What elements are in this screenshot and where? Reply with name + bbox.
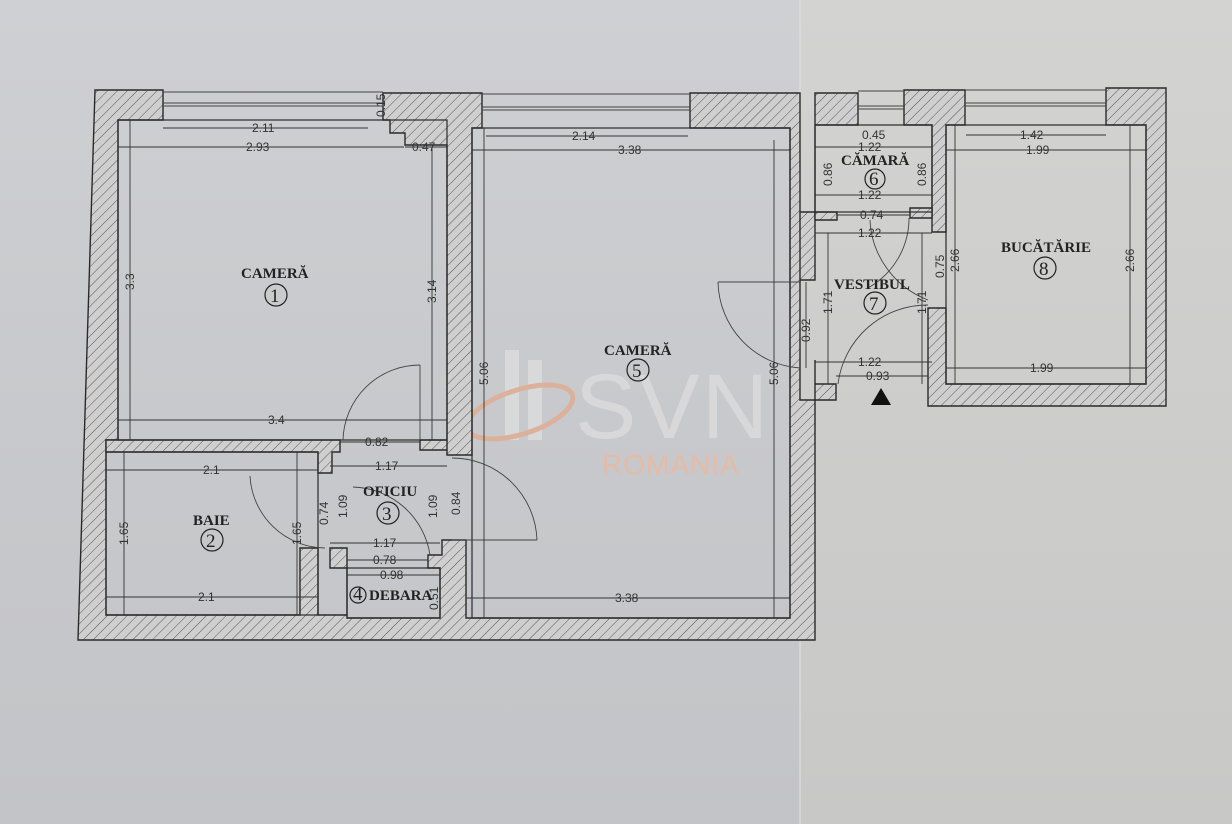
room-name: VESTIBUL bbox=[834, 277, 910, 293]
dim-r7-door-left: 0.92 bbox=[799, 318, 813, 342]
room-name: CAMERĂ bbox=[241, 265, 309, 282]
room-baie-2: BAIE 2 bbox=[193, 513, 230, 552]
dimension-lines bbox=[106, 120, 1146, 618]
dim-r1-width-bottom: 3.4 bbox=[268, 413, 285, 427]
room-bucatarie-8: BUCĂTĂRIE 8 bbox=[1001, 239, 1091, 280]
dim-r7-height-right: 1.71 bbox=[915, 290, 929, 314]
dim-r5-height-left: 5.06 bbox=[477, 361, 491, 385]
room-labels: CAMERĂ 1 BAIE 2 OFICIU 3 4 DEBARA CAMERĂ… bbox=[193, 152, 1091, 605]
dim-r6-width-bottom: 1.22 bbox=[858, 188, 882, 202]
room-camera-5: CAMERĂ 5 bbox=[604, 342, 672, 382]
dim-r4-width: 0.98 bbox=[380, 568, 404, 582]
watermark: SVN ROMANIA bbox=[464, 350, 770, 480]
dim-r3-door-right: 0.84 bbox=[449, 491, 463, 515]
room-camera-1: CAMERĂ 1 bbox=[241, 265, 309, 307]
dim-r1-height-left: 3.3 bbox=[123, 273, 137, 290]
dim-r3-door-top: 0.82 bbox=[365, 435, 389, 449]
dimension-labels: 2.11 2.93 0.15 0.47 3.3 3.14 3.4 2.1 2.1… bbox=[117, 93, 1137, 610]
room-number: 4 bbox=[353, 584, 363, 605]
room-number: 5 bbox=[632, 361, 642, 382]
dim-r8-width-bottom: 1.99 bbox=[1030, 361, 1054, 375]
room-number: 2 bbox=[206, 531, 216, 552]
room-number: 8 bbox=[1039, 259, 1049, 280]
dim-r4-depth: 0.51 bbox=[427, 586, 441, 610]
dim-r5-width-top: 3.38 bbox=[618, 143, 642, 157]
dim-r3-width-bottom: 1.17 bbox=[373, 536, 397, 550]
dim-r2-width-bottom: 2.1 bbox=[198, 590, 215, 604]
doors bbox=[249, 217, 929, 556]
dim-r1-niche-depth: 0.15 bbox=[374, 93, 388, 117]
dim-r1-height-right: 3.14 bbox=[425, 279, 439, 303]
room-name: DEBARA bbox=[369, 588, 433, 604]
dim-r5-width-bottom: 3.38 bbox=[615, 591, 639, 605]
dim-r2-door: 0.74 bbox=[317, 501, 331, 525]
room-name: CAMERĂ bbox=[604, 342, 672, 359]
room-number: 7 bbox=[869, 294, 879, 315]
room-number: 3 bbox=[382, 504, 392, 525]
dim-r2-height-left: 1.65 bbox=[117, 521, 131, 545]
watermark-country: ROMANIA bbox=[602, 449, 740, 480]
dim-r6-width-top: 1.22 bbox=[858, 140, 882, 154]
dim-r4-door: 0.78 bbox=[373, 553, 397, 567]
dim-r3-height-right: 1.09 bbox=[426, 494, 440, 518]
paper-sheet-left bbox=[0, 0, 800, 824]
dim-r7-width-top: 1.22 bbox=[858, 226, 882, 240]
room-name: BAIE bbox=[193, 513, 230, 529]
dim-r3-height-left: 1.09 bbox=[336, 494, 350, 518]
dim-r8-window: 1.42 bbox=[1020, 128, 1044, 142]
room-outlines bbox=[105, 119, 1147, 619]
room-number: 6 bbox=[869, 169, 879, 190]
dim-r7-width-bottom: 1.22 bbox=[858, 355, 882, 369]
room-name: BUCĂTĂRIE bbox=[1001, 239, 1091, 256]
dim-r2-width-top: 2.1 bbox=[203, 463, 220, 477]
dim-r3-width-top: 1.17 bbox=[375, 459, 399, 473]
dim-r8-height-left: 2.66 bbox=[948, 248, 962, 272]
watermark-brand: SVN bbox=[575, 356, 770, 458]
dim-r1-width-top: 2.93 bbox=[246, 140, 270, 154]
dim-r5-window: 2.14 bbox=[572, 129, 596, 143]
room-name: OFICIU bbox=[363, 484, 417, 500]
dim-r8-height-right: 2.66 bbox=[1123, 248, 1137, 272]
dim-r7-entry: 0.93 bbox=[866, 369, 890, 383]
dim-r5-height-right: 5.06 bbox=[767, 361, 781, 385]
dim-r6-window: 0.45 bbox=[862, 128, 886, 142]
dim-r6-height-left: 0.86 bbox=[821, 162, 835, 186]
entrance-arrow-icon bbox=[871, 388, 891, 405]
dim-r6-height-right: 0.86 bbox=[915, 162, 929, 186]
room-name: CĂMARĂ bbox=[841, 152, 909, 169]
room-camara-6: CĂMARĂ 6 bbox=[841, 152, 909, 190]
dim-r1-window: 2.11 bbox=[252, 121, 275, 135]
dim-r1-niche-width: 0.47 bbox=[412, 140, 436, 154]
dim-r7-height-left: 1.71 bbox=[821, 290, 835, 314]
room-debara-4: 4 DEBARA bbox=[349, 584, 433, 605]
dim-r6-door: 0.74 bbox=[860, 208, 884, 222]
windows bbox=[163, 89, 1106, 111]
room-number: 1 bbox=[270, 286, 280, 307]
room-vestibul-7: VESTIBUL 7 bbox=[834, 277, 910, 315]
dim-r7-door-right: 0.75 bbox=[933, 254, 947, 278]
dim-r2-height-right: 1.65 bbox=[290, 521, 304, 545]
dim-r8-width-top: 1.99 bbox=[1026, 143, 1050, 157]
room-oficiu-3: OFICIU 3 bbox=[363, 484, 417, 525]
